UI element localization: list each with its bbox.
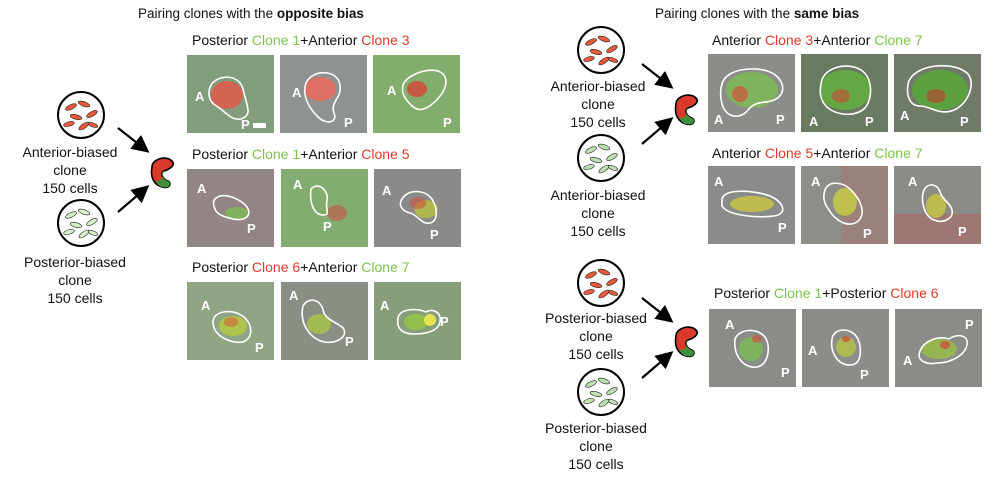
svg-text:A: A [195, 89, 205, 104]
svg-text:A: A [903, 353, 913, 368]
left-row3-label: Posterior Clone 6+Anterior Clone 7 [192, 259, 410, 275]
image-panel: A P [373, 55, 460, 133]
svg-text:P: P [247, 221, 256, 236]
image-panel: A P [894, 166, 981, 244]
right-section-title: Pairing clones with the same bias [655, 6, 860, 21]
svg-text:P: P [443, 115, 452, 130]
svg-text:P: P [860, 367, 869, 382]
left-section-title: Pairing clones with the opposite bias [138, 6, 364, 21]
svg-text:P: P [865, 114, 874, 129]
svg-text:A: A [808, 343, 818, 358]
posterior-clone-icon [576, 367, 626, 422]
svg-text:A: A [714, 174, 724, 189]
left-row1-label: Posterior Clone 1+Anterior Clone 3 [192, 32, 410, 48]
posterior-clone-icon [56, 198, 106, 253]
svg-text:A: A [380, 298, 390, 313]
svg-text:P: P [255, 340, 264, 355]
image-panel: A P [709, 309, 796, 387]
image-panel: A P [187, 55, 274, 133]
anterior-clone-icon [576, 25, 626, 80]
svg-text:A: A [387, 83, 397, 98]
posterior-clone-icon [576, 258, 626, 313]
embryo-icon [674, 94, 699, 126]
right-row1-label: Anterior Clone 3+Anterior Clone 7 [712, 32, 923, 48]
image-panel: A P [281, 282, 368, 360]
image-panel: A P [801, 54, 888, 132]
svg-text:P: P [965, 317, 974, 332]
image-panel: A P [280, 55, 367, 133]
svg-text:A: A [908, 174, 918, 189]
image-panel: A P [187, 282, 274, 360]
image-panel: A P [281, 169, 368, 247]
svg-text:A: A [809, 114, 819, 129]
svg-text:P: P [863, 226, 872, 241]
right-arrows-group2 [641, 297, 674, 379]
svg-text:A: A [811, 174, 821, 189]
svg-text:P: P [345, 334, 354, 349]
image-panel: A P [802, 309, 889, 387]
right-arrows-group1 [641, 63, 674, 145]
svg-text:A: A [900, 108, 910, 123]
svg-text:P: P [241, 117, 250, 132]
svg-text:A: A [293, 177, 303, 192]
svg-text:P: P [781, 365, 790, 380]
svg-text:P: P [776, 112, 785, 127]
svg-text:A: A [292, 85, 302, 100]
image-panel: A P [895, 309, 982, 387]
left-arrows [117, 127, 150, 213]
svg-text:P: P [960, 114, 969, 129]
anterior-clone-icon [56, 90, 106, 145]
svg-text:P: P [344, 115, 353, 130]
embryo-icon [150, 157, 175, 189]
svg-text:A: A [382, 183, 392, 198]
svg-text:P: P [430, 227, 439, 242]
svg-text:A: A [725, 317, 735, 332]
image-panel: A P [374, 169, 461, 247]
image-panel: A P [801, 166, 888, 244]
svg-text:A: A [289, 288, 299, 303]
right-row2-label: Anterior Clone 5+Anterior Clone 7 [712, 145, 923, 161]
svg-text:A: A [197, 181, 207, 196]
svg-text:P: P [323, 219, 332, 234]
image-panel: A P [894, 54, 981, 132]
image-panel: A P [187, 169, 274, 247]
right-row3-label: Posterior Clone 1+Posterior Clone 6 [714, 285, 939, 301]
svg-text:P: P [778, 220, 787, 235]
svg-text:A: A [714, 112, 724, 127]
image-panel: A P [374, 282, 461, 360]
image-panel: A P [708, 54, 795, 132]
embryo-icon [674, 326, 699, 358]
anterior-clone-icon [576, 133, 626, 188]
svg-text:P: P [958, 224, 967, 239]
left-row2-label: Posterior Clone 1+Anterior Clone 5 [192, 146, 410, 162]
svg-text:A: A [201, 298, 211, 313]
image-panel: A P [708, 166, 795, 244]
svg-text:P: P [440, 314, 449, 329]
